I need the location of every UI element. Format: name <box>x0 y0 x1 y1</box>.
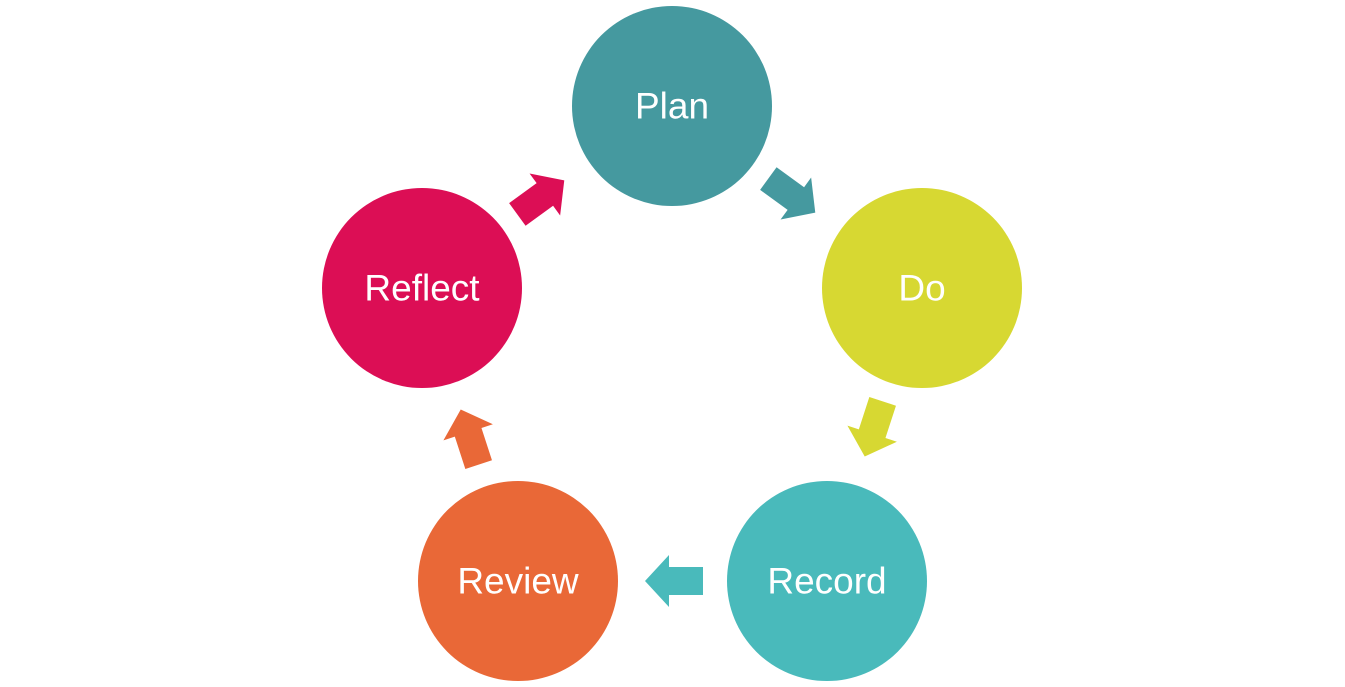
node-record-circle <box>727 481 927 681</box>
arrow-review-to-reflect <box>443 409 493 469</box>
node-review-circle <box>418 481 618 681</box>
node-record-label: Record <box>767 561 886 602</box>
node-review: Review <box>418 481 618 681</box>
node-review-label: Review <box>457 561 579 602</box>
node-reflect-circle <box>322 188 522 388</box>
arrow-reflect-to-plan <box>509 173 565 226</box>
arrow-plan-to-do <box>760 167 816 220</box>
node-do: Do <box>822 188 1022 388</box>
arrow-review-to-reflect-shape <box>443 409 493 469</box>
arrow-reflect-to-plan-shape <box>509 173 565 226</box>
node-plan-circle <box>572 6 772 206</box>
node-do-circle <box>822 188 1022 388</box>
node-do-label: Do <box>898 268 945 309</box>
arrow-do-to-record-shape <box>847 397 897 457</box>
node-reflect-label: Reflect <box>364 268 480 309</box>
arrow-record-to-review <box>645 555 703 607</box>
node-record: Record <box>727 481 927 681</box>
arrow-do-to-record <box>847 397 897 457</box>
node-reflect: Reflect <box>322 188 522 388</box>
arrow-plan-to-do-shape <box>760 167 816 220</box>
node-plan: Plan <box>572 6 772 206</box>
node-plan-label: Plan <box>635 86 709 127</box>
arrow-record-to-review-shape <box>645 555 703 607</box>
